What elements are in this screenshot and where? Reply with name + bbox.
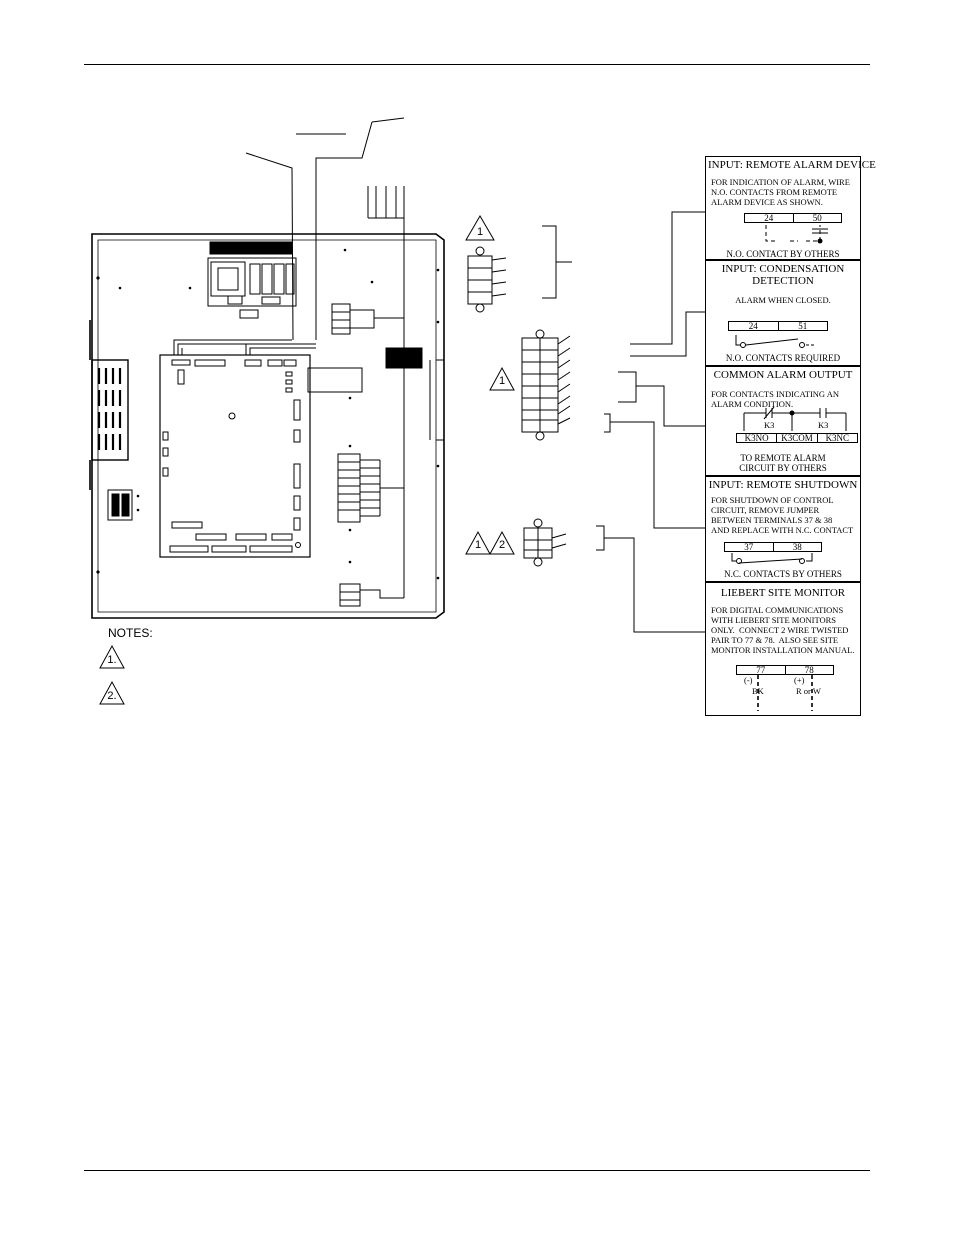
box-condensation-detection: INPUT: CONDENSATION DETECTION ALARM WHEN… [705,260,861,366]
callout-bottom-connector-2: 2 [498,539,506,551]
box-caption: N.C. CONTACTS BY OTHERS [724,569,842,579]
terminal-51: 51 [777,322,828,331]
terminal-37: 37 [744,542,754,552]
box-common-alarm-output: COMMON ALARM OUTPUT FOR CONTACTS INDICAT… [705,366,861,476]
terminal-38: 38 [772,543,822,552]
footer-rule [84,1170,870,1171]
box-body: FOR CONTACTS INDICATING AN ALARM CONDITI… [711,389,840,409]
terminal-block: K3NO K3COM K3NC [736,433,858,443]
note-1-marker: 1. [107,654,117,666]
box-body: ALARM WHEN CLOSED. [735,295,831,305]
wire-color-red-or-white: R or W [796,686,821,696]
terminal-77: 77 [756,665,766,675]
terminal-78: 78 [784,666,834,675]
relay-symbol [743,407,847,431]
wire-leads [757,675,813,711]
terminal-k3no: K3NO [744,433,769,443]
box-body: FOR INDICATION OF ALARM, WIRE N.O. CONTA… [711,177,850,207]
callout-top-connector: 1 [476,226,484,238]
box-caption: TO REMOTE ALARM CIRCUIT BY OTHERS [739,453,827,473]
terminal-block: 24 51 [728,321,828,331]
callout-bottom-connector-1: 1 [474,539,482,551]
box-caption: N.O. CONTACT BY OTHERS [726,249,840,259]
contact-symbol [731,553,813,564]
terminal-24: 24 [764,213,774,223]
box-body: FOR DIGITAL COMMUNICATIONS WITH LIEBERT … [711,605,855,655]
terminal-24: 24 [748,321,758,331]
box-title: INPUT: CONDENSATION DETECTION [721,263,845,287]
terminal-block: 37 38 [724,542,822,552]
box-body: FOR SHUTDOWN OF CONTROL CIRCUIT, REMOVE … [711,495,854,535]
box-remote-shutdown: INPUT: REMOTE SHUTDOWN FOR SHUTDOWN OF C… [705,476,861,582]
box-title: LIEBERT SITE MONITOR [720,587,846,599]
callout-middle-connector: 1 [498,375,506,387]
box-caption: N.O. CONTACTS REQUIRED [725,353,841,363]
contact-symbol [735,335,816,348]
terminal-block: 24 50 [744,213,842,223]
terminal-block: 77 78 [736,665,834,675]
note-2-marker: 2. [107,690,117,702]
box-remote-alarm-device: INPUT: REMOTE ALARM DEVICE FOR INDICATIO… [705,156,876,260]
polarity-negative: (-) [744,675,753,685]
contact-symbol [765,225,828,244]
box-title: INPUT: REMOTE SHUTDOWN [708,479,858,491]
relay-label-k3-nc: K3 [764,420,775,430]
terminal-50: 50 [792,214,842,223]
polarity-positive: (+) [794,675,805,685]
notes-heading: NOTES: [108,626,153,640]
terminal-k3com: K3COM [776,434,816,443]
relay-label-k3-no: K3 [818,420,829,430]
box-title: INPUT: REMOTE ALARM DEVICE [708,159,876,171]
header-rule [84,64,870,65]
box-liebert-site-monitor: LIEBERT SITE MONITOR FOR DIGITAL COMMUNI… [705,582,861,716]
terminal-k3nc: K3NC [816,434,857,443]
box-title: COMMON ALARM OUTPUT [713,369,853,381]
